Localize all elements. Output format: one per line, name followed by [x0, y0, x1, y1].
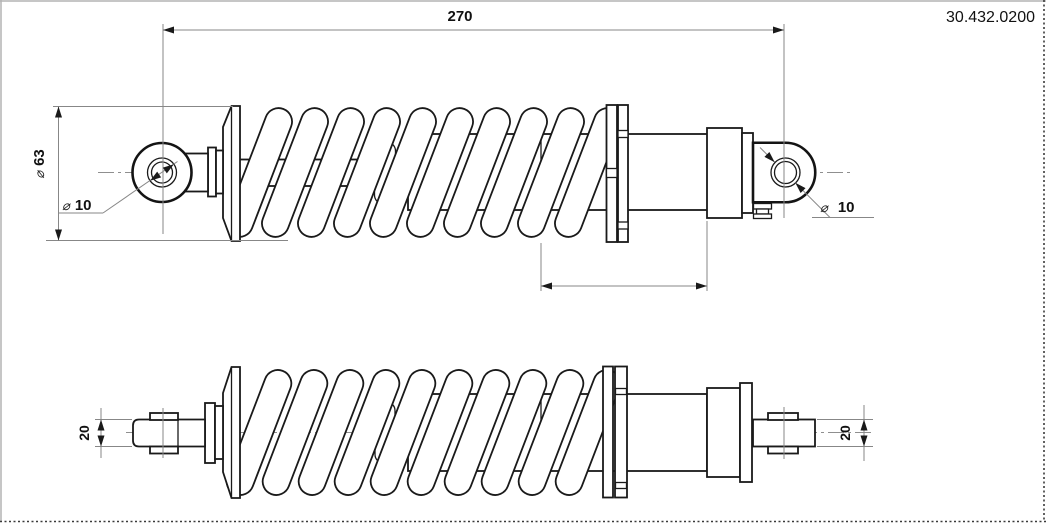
eye-bore-left-label: ⌀10 [62, 197, 92, 214]
rod-shoulder [207, 146, 217, 198]
spring-coil [406, 107, 474, 238]
spring-seat-left-side [222, 366, 241, 499]
dimension-spring-diameter: ⌀63 [31, 106, 288, 241]
part-number: 30.432.0200 [946, 9, 1035, 26]
spring-coil [297, 369, 365, 496]
spring-coil [517, 107, 585, 238]
spring-coil [480, 369, 548, 496]
spring-diameter-label: ⌀63 [31, 149, 48, 179]
damper-end-block [706, 127, 743, 219]
spring-coil [443, 369, 511, 496]
side-view [126, 365, 872, 499]
eye-bore-right-label: ⌀10 [820, 199, 855, 216]
spring-coil [369, 107, 437, 238]
eye-width-right-label: 20 [837, 425, 853, 441]
eyelet-right-boss-top [767, 412, 799, 421]
adjuster-collar [605, 104, 629, 243]
spring-coil [517, 369, 585, 496]
dimension-eye-width-right: 20 [817, 405, 873, 461]
eyelet-right-boss-bottom [767, 445, 799, 455]
dimension-overall-length: 270 [163, 8, 784, 34]
front-view [98, 24, 852, 243]
spring-coil [443, 107, 511, 238]
spring-coil [333, 369, 401, 496]
spring-coil [406, 369, 474, 496]
damper-end-flange [741, 132, 754, 214]
coil-spring [225, 107, 622, 238]
dimension-eye-bore-left: ⌀10 [58, 161, 178, 214]
spring-coil [369, 369, 437, 496]
damper-end-flange-side [739, 382, 753, 483]
dimension-eye-width-left: 20 [76, 408, 132, 458]
overall-length-label: 270 [447, 8, 472, 25]
spring-coil [297, 107, 365, 238]
dimension-damper-body [540, 221, 708, 291]
adjuster-collar-side [602, 365, 628, 499]
eyelet-left-boss-bottom [149, 445, 179, 455]
spring-coil [261, 107, 329, 238]
eyelet-right-bushing [770, 157, 801, 188]
spring-coil [480, 107, 548, 238]
adjuster-valve [752, 202, 773, 220]
spring-coil [333, 107, 401, 238]
eyelet-right-side [752, 407, 816, 459]
damper-end-block-side [706, 387, 741, 478]
eyelet-left-boss-top [149, 412, 179, 421]
rod-washer [215, 149, 224, 195]
eyelet-left-side [132, 408, 206, 458]
spring-seat-left [222, 105, 241, 242]
eyelet-right-bore [773, 160, 798, 185]
eye-width-left-label: 20 [76, 425, 92, 441]
spring-coil [261, 369, 329, 496]
rod-washer-side [214, 405, 224, 460]
eyelet-left-bore [150, 161, 174, 184]
dimension-eye-bore-right: ⌀10 [759, 147, 874, 218]
rod-shoulder-side [204, 402, 216, 464]
